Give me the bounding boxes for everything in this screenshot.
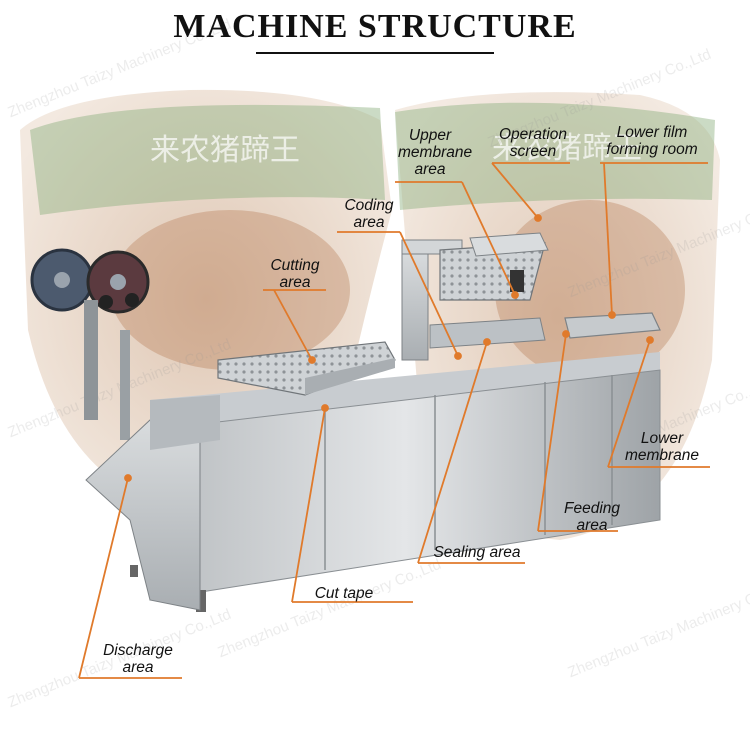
title-underline	[256, 52, 494, 54]
label-cutting-area: Cutting area	[270, 257, 320, 291]
operation-screen-panel	[510, 270, 524, 292]
label-discharge-area: Discharge area	[103, 642, 173, 676]
label-sealing-area: Sealing area	[433, 544, 521, 561]
reel-stand	[84, 300, 98, 420]
page-title: MACHINE STRUCTURE	[173, 8, 577, 45]
label-coding-area: Coding area	[344, 197, 394, 231]
label-lower-membrane: Lower membrane	[624, 430, 700, 464]
reel-stand	[120, 330, 130, 440]
label-upper-membrane-area: Upper membrane area	[398, 127, 473, 178]
film-reel-right	[86, 250, 150, 314]
label-feeding-area: Feeding area	[563, 500, 620, 534]
package-print-right: 来农猪蹄王	[492, 131, 642, 166]
label-operation-screen: Operation screen	[498, 126, 568, 160]
label-cut-tape: Cut tape	[314, 585, 374, 602]
film-reel-left	[30, 248, 94, 312]
package-print-left: 来农猪蹄王	[150, 133, 300, 168]
coding-stand	[401, 249, 429, 361]
label-lower-film-forming-room: Lower film forming room	[606, 124, 698, 158]
